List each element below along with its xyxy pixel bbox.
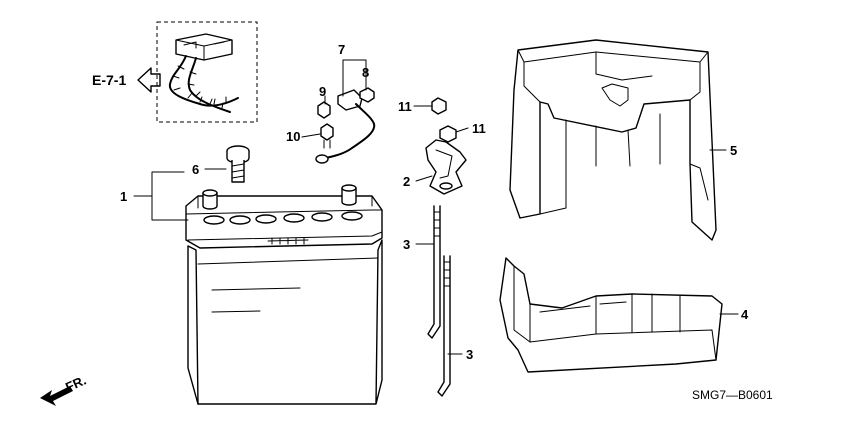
battery-tray-part-4 xyxy=(499,257,723,373)
callout-4: 4 xyxy=(741,307,749,322)
callout-5: 5 xyxy=(730,143,737,158)
direction-label: FR. xyxy=(63,373,88,395)
callout-3-lower: 3 xyxy=(466,347,473,362)
callout-10: 10 xyxy=(286,129,300,144)
leader-lines xyxy=(133,59,739,355)
battery-box-part-5 xyxy=(509,39,717,241)
callout-11-upper: 11 xyxy=(398,99,412,114)
rod-part-3-right xyxy=(437,255,451,397)
bolt-part-6 xyxy=(226,145,250,183)
callout-8: 8 xyxy=(362,65,369,80)
callout-7: 7 xyxy=(338,42,345,57)
callout-3-upper: 3 xyxy=(403,237,410,252)
battery xyxy=(185,184,383,405)
reference-label: E-7-1 xyxy=(92,72,126,88)
rod-part-3-left xyxy=(427,205,441,339)
callout-9: 9 xyxy=(319,84,326,99)
callouts: 1 2 3 3 4 5 6 7 8 9 10 11 11 xyxy=(120,42,749,362)
reference-arrow: E-7-1 xyxy=(92,67,161,93)
callout-2: 2 xyxy=(403,174,410,189)
battery-cable xyxy=(315,87,376,164)
diagram-code: SMG7—B0601 xyxy=(692,388,773,402)
setting-plate-part-2 xyxy=(425,97,467,195)
callout-11-lower: 11 xyxy=(472,121,486,136)
front-direction-arrow: FR. xyxy=(40,373,88,406)
callout-6: 6 xyxy=(192,162,199,177)
harness-detail-box xyxy=(156,21,258,123)
callout-1: 1 xyxy=(120,189,127,204)
